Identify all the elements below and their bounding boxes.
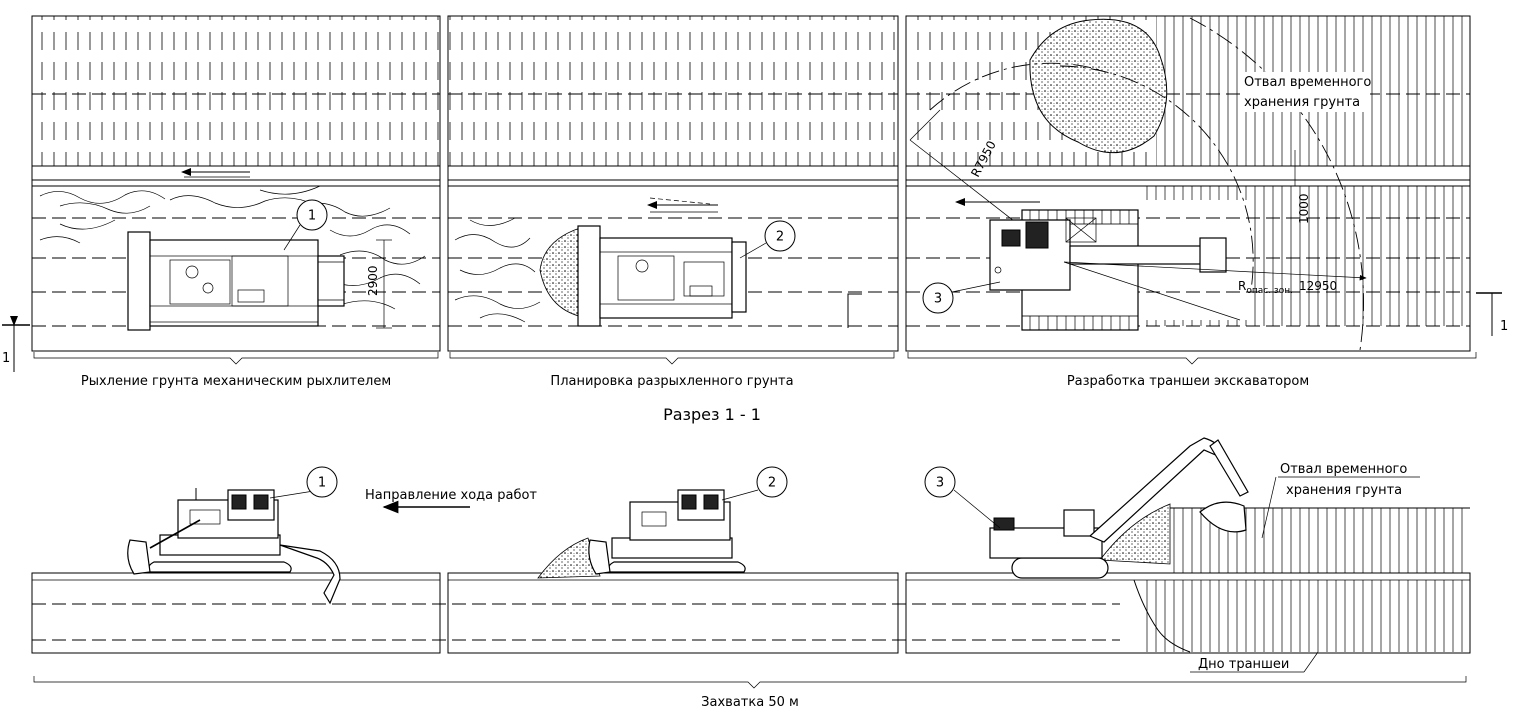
plan-panel-3: R7950 1000 Rопас. зон.12950 Отвал времен…	[905, 15, 1477, 365]
callout-3-plan	[922, 282, 954, 314]
section-spoil-label-1: Отвал временного	[1280, 462, 1407, 477]
callout-1-plan	[296, 199, 328, 231]
excavator-plan	[989, 209, 1227, 331]
cross-section: 1 Направление хода работ 2	[31, 437, 1471, 710]
section-title-1: Рыхление грунта механическим рыхлителем	[81, 374, 391, 389]
cut-mark-left-label: 1	[2, 351, 10, 366]
cut-mark-right: 1	[1476, 292, 1508, 336]
cut-mark-right-label: 1	[1500, 319, 1508, 334]
dim-1000: 1000	[1297, 193, 1311, 224]
plan-panel-1: 2900 1	[31, 15, 441, 365]
callout-2-plan	[764, 220, 796, 252]
dozer-1-plan	[127, 231, 345, 331]
callout-3-section-label: 3	[936, 476, 944, 491]
section-title-3: Разработка траншеи экскаватором	[1067, 374, 1309, 389]
callout-1-section-label: 1	[318, 476, 326, 491]
plan-view: 2900 1	[2, 15, 1508, 372]
section-spoil-label-2: хранения грунта	[1286, 483, 1402, 498]
dozer-1-side	[127, 488, 341, 605]
cross-section-title: Разрез 1 - 1	[663, 405, 761, 424]
section-title-2: Планировка разрыхленного грунта	[550, 374, 793, 389]
excavator-side	[989, 437, 1249, 579]
dozer-2-side	[537, 489, 746, 579]
callout-2-section-label: 2	[768, 476, 776, 491]
callout-3-section	[924, 466, 956, 498]
cut-mark-left: 1	[2, 316, 30, 372]
trench-bottom-label: Дно траншеи	[1198, 657, 1289, 672]
plan-spoil-label-1: Отвал временного	[1244, 75, 1371, 90]
callout-1-section	[306, 466, 338, 498]
direction-label: Направление хода работ	[365, 488, 537, 503]
callout-1-plan-label: 1	[308, 209, 316, 224]
plan-spoil-label-2: хранения грунта	[1244, 95, 1360, 110]
dozer-2-plan	[577, 225, 747, 327]
callout-3-plan-label: 3	[934, 292, 942, 307]
callout-2-plan-label: 2	[776, 230, 784, 245]
dim-2900: 2900	[366, 265, 380, 296]
callout-2-section	[756, 466, 788, 498]
capture-label: Захватка 50 м	[701, 695, 799, 710]
danger-radius-label: Rопас. зон.12950	[1238, 279, 1337, 296]
plan-panel-2: 2	[447, 15, 899, 365]
